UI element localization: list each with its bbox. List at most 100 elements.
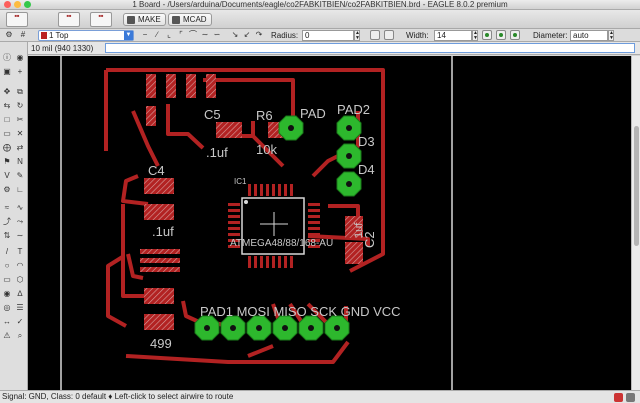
mcad-icon	[172, 16, 180, 24]
radius-input[interactable]: 0	[302, 30, 354, 41]
ratsnest-icon[interactable]: ∼	[16, 231, 24, 240]
scrollbar-thumb[interactable]	[634, 126, 639, 246]
minimize-window-button[interactable]	[14, 1, 21, 8]
diameter-input[interactable]: auto	[570, 30, 608, 41]
zoom-icon[interactable]: ⌕	[17, 331, 23, 340]
polygon-icon[interactable]: ⬡	[16, 275, 24, 284]
width-input[interactable]: 14	[434, 30, 472, 41]
label-r6: R6	[256, 108, 273, 123]
wire-bend-diagonal-icon[interactable]: ∕	[156, 30, 158, 39]
vertical-scrollbar[interactable]	[631, 56, 640, 390]
value-icon[interactable]: V	[4, 171, 10, 180]
cam-processor-icon[interactable]: ■■	[58, 12, 80, 27]
change-icon[interactable]: ⚙	[3, 185, 11, 194]
rotate-icon[interactable]: ↻	[16, 101, 24, 110]
route-tool-icon[interactable]: ⤴	[3, 217, 11, 226]
signal-icon[interactable]: ∆	[17, 289, 23, 298]
route-diagonal-icon[interactable]: ↙	[243, 30, 251, 39]
via-square-button[interactable]	[482, 30, 492, 40]
make-label: MAKE	[138, 15, 161, 24]
layer-select[interactable]: 1 Top ▼	[38, 30, 134, 41]
cut-icon[interactable]: ✂	[16, 115, 24, 124]
stop-icon[interactable]	[614, 393, 623, 402]
board-labels: C5 R6 PAD PAD2 D3 D4 .1uf 10k C4 .1uf IC…	[148, 102, 401, 351]
board-drawing[interactable]: C5 R6 PAD PAD2 D3 D4 .1uf 10k C4 .1uf IC…	[28, 56, 631, 390]
status-text: Signal: GND, Class: 0 default ♦ Left-cli…	[2, 392, 234, 401]
ripup-icon[interactable]: ⤳	[16, 217, 24, 226]
attribute-icon[interactable]: ☰	[16, 303, 24, 312]
label-r-value: 499	[150, 336, 172, 351]
autorouter-icon[interactable]: ⇅	[3, 231, 11, 240]
wire-bend-curve-icon[interactable]: ∽	[213, 30, 221, 39]
display-icon[interactable]: ▣	[3, 67, 11, 76]
label-c2: C2	[362, 231, 377, 248]
name-icon[interactable]: N	[17, 157, 23, 166]
tht-pads[interactable]	[194, 115, 362, 341]
wire-bend-straight-icon[interactable]: −	[142, 30, 148, 39]
zoom-window-button[interactable]	[24, 1, 31, 8]
smash-icon[interactable]: ✎	[16, 171, 24, 180]
move-icon[interactable]: ✥	[3, 87, 11, 96]
split-icon[interactable]: ∟	[16, 185, 24, 194]
label-c2-value: 1uf	[353, 222, 365, 238]
via-round-icon	[499, 33, 503, 37]
wire-bend-arc-icon[interactable]: ⌒	[189, 30, 197, 39]
via-square-icon	[485, 33, 489, 37]
drc-icon[interactable]: ✓	[16, 317, 24, 326]
close-window-button[interactable]	[4, 1, 11, 8]
replace-icon[interactable]: ⇄	[16, 143, 24, 152]
wire-icon[interactable]: /	[5, 247, 9, 256]
radius-stepper[interactable]: ▲▼	[354, 30, 360, 41]
command-bar: 10 mil (940 1330)	[28, 42, 640, 55]
corner-round-button[interactable]	[370, 30, 380, 40]
corner-miter-button[interactable]	[384, 30, 394, 40]
arc-icon[interactable]: ◠	[16, 261, 24, 270]
width-stepper[interactable]: ▲▼	[472, 30, 478, 41]
show-icon[interactable]: ◉	[16, 53, 24, 62]
wire-bend-free-icon[interactable]: ∼	[201, 30, 209, 39]
paste-icon[interactable]: ▭	[3, 129, 11, 138]
make-button[interactable]: MAKE	[123, 13, 166, 26]
delete-icon[interactable]: ✕	[16, 129, 24, 138]
ic1-footprint[interactable]	[228, 184, 320, 268]
circle-icon[interactable]: ○	[4, 261, 10, 270]
route-icon[interactable]: ↘	[231, 30, 239, 39]
smd-pads[interactable]	[140, 74, 363, 330]
grid-icon[interactable]: #	[20, 30, 26, 39]
optimize-icon[interactable]: ≈	[4, 203, 10, 212]
dimension-icon[interactable]: ↔	[3, 317, 11, 326]
errors-icon[interactable]: ⚠	[3, 331, 11, 340]
wire-bend-45-icon[interactable]: ⌜	[179, 30, 183, 39]
main-toolbar: ■■ ■■ ■■ MAKE MCAD	[0, 10, 640, 29]
mcad-label: MCAD	[183, 15, 207, 24]
mcad-button[interactable]: MCAD	[168, 13, 212, 26]
diameter-stepper[interactable]: ▲▼	[608, 30, 614, 41]
hole-icon[interactable]: ◎	[3, 303, 11, 312]
command-toolbar: ⓘ ◉ ▣ + ✥ ⧉ ⇆ ↻ □ ✂ ▭ ✕ ⨁ ⇄ ⚑ N V ✎ ⚙ ∟ …	[0, 42, 28, 390]
radius-label: Radius:	[271, 31, 299, 40]
text-icon[interactable]: T	[17, 247, 23, 256]
board-canvas[interactable]: C5 R6 PAD PAD2 D3 D4 .1uf 10k C4 .1uf IC…	[28, 56, 631, 390]
copy-icon[interactable]: ⧉	[17, 87, 23, 96]
via-icon[interactable]: ◉	[3, 289, 11, 298]
meander-icon[interactable]: ∿	[16, 203, 24, 212]
go-icon[interactable]	[626, 393, 635, 402]
route-curve-icon[interactable]: ↷	[255, 30, 263, 39]
print-icon[interactable]: ■■	[6, 12, 28, 27]
add-icon[interactable]: ⨁	[3, 143, 11, 152]
radius-value: 0	[305, 31, 310, 40]
make-icon	[127, 16, 135, 24]
mirror-icon[interactable]: ⇆	[3, 101, 11, 110]
label-r6-value: 10k	[256, 142, 277, 157]
command-input[interactable]	[105, 43, 635, 53]
info-icon[interactable]: ⓘ	[3, 53, 11, 62]
group-icon[interactable]: □	[4, 115, 10, 124]
via-octagon-button[interactable]	[510, 30, 520, 40]
via-round-button[interactable]	[496, 30, 506, 40]
gear-icon[interactable]: ⚙	[5, 30, 13, 39]
rectangle-icon[interactable]: ▭	[3, 275, 11, 284]
lock-icon[interactable]: ⚑	[3, 157, 11, 166]
wire-bend-90-icon[interactable]: ⌞	[167, 30, 171, 39]
mark-icon[interactable]: +	[17, 67, 23, 76]
order-pcb-icon[interactable]: ■■	[90, 12, 112, 27]
